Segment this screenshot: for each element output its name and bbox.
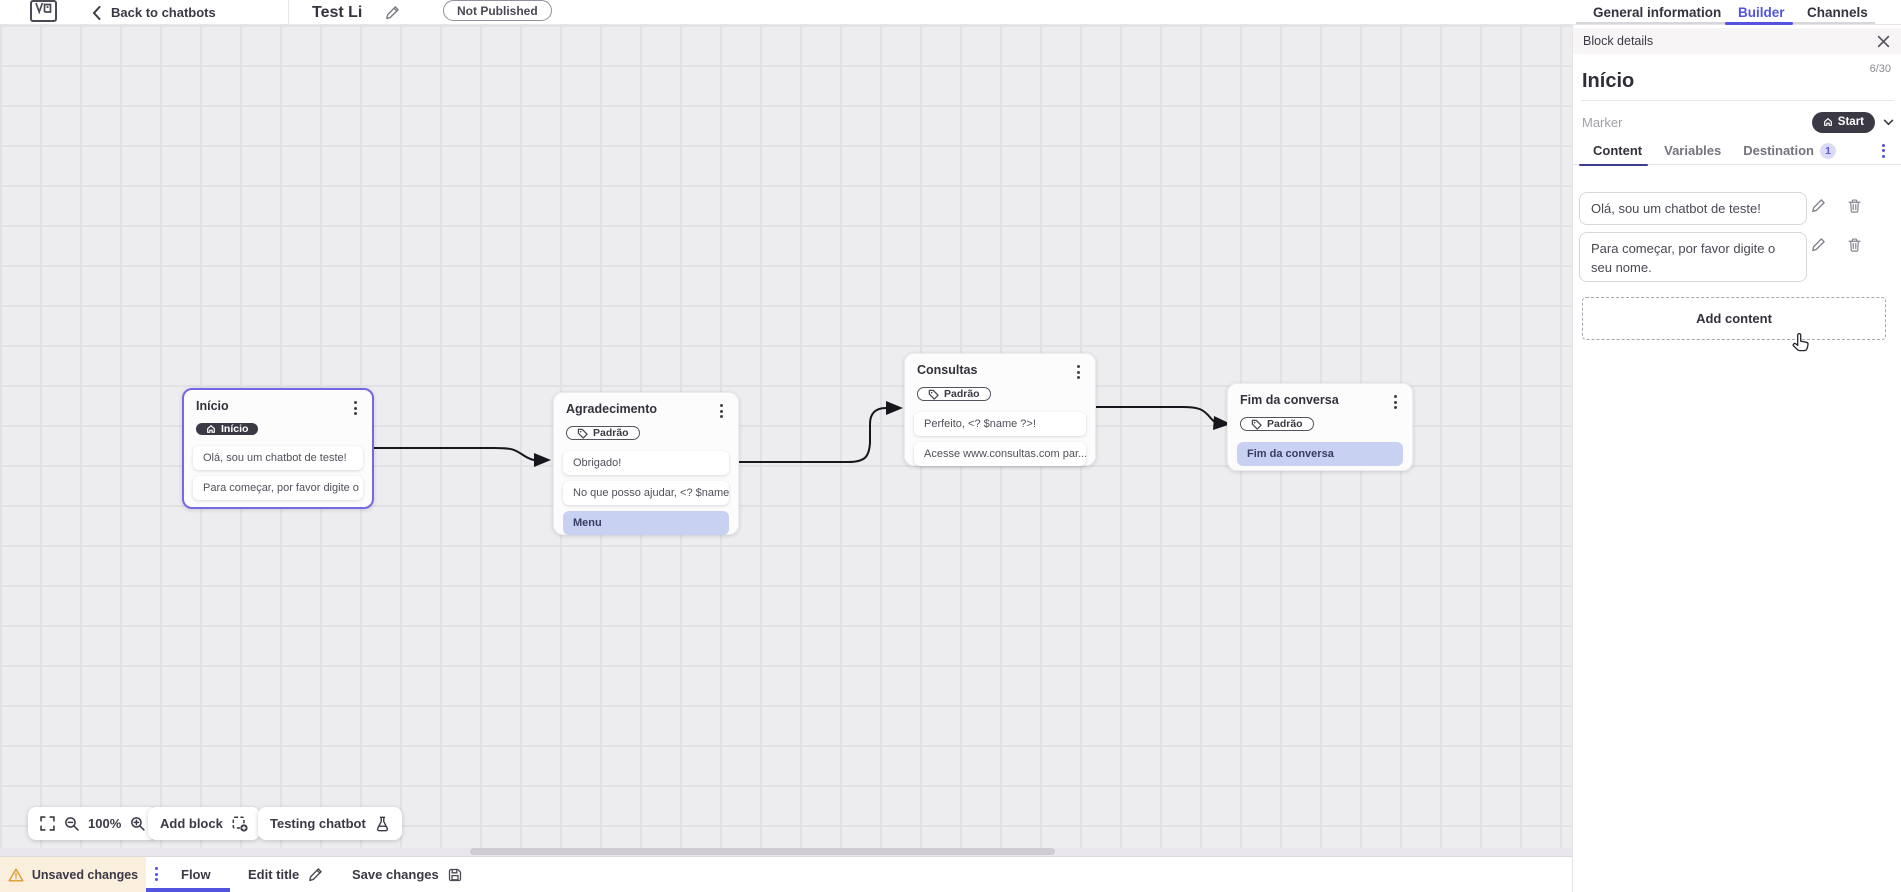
pencil-icon	[308, 867, 323, 882]
unsaved-changes-badge: Unsaved changes	[0, 857, 146, 892]
add-block-label: Add block	[160, 816, 223, 831]
flow-block-inicio[interactable]: Início Início Olá, sou um chatbot de tes…	[182, 388, 374, 509]
home-icon	[206, 424, 216, 434]
block-message[interactable]: Obrigado!	[563, 451, 729, 475]
block-title: Fim da conversa	[1240, 393, 1339, 407]
topbar-divider	[288, 0, 289, 25]
add-block-button[interactable]: Add block	[148, 807, 260, 840]
content-tab-indicator	[1579, 163, 1648, 166]
zoom-level: 100%	[88, 816, 122, 831]
tab-content[interactable]: Content	[1593, 143, 1643, 158]
tab-flow[interactable]: Flow	[181, 867, 211, 882]
divider	[1581, 100, 1894, 101]
name-char-counter: 6/30	[1869, 63, 1891, 75]
connector-consultas-fim	[1095, 406, 1217, 424]
padrao-badge: Padrão	[917, 387, 991, 401]
block-menu-icon[interactable]	[717, 402, 726, 420]
marker-start-badge[interactable]: Start	[1811, 111, 1875, 133]
marker-label: Marker	[1582, 114, 1623, 130]
chatbot-title: Test Li	[312, 3, 363, 21]
tag-icon	[928, 389, 939, 400]
flask-icon	[375, 816, 390, 832]
tab-general-information[interactable]: General information	[1593, 4, 1722, 20]
flow-menu-icon[interactable]	[152, 865, 161, 883]
flow-canvas[interactable]: Início Início Olá, sou um chatbot de tes…	[0, 25, 1572, 856]
add-block-icon	[232, 816, 248, 832]
block-message[interactable]: Olá, sou um chatbot de teste!	[193, 446, 363, 470]
zoom-out-icon[interactable]	[64, 816, 79, 831]
content-row-actions	[1811, 198, 1861, 213]
bottom-bar: Unsaved changes Flow Edit title Save cha…	[0, 856, 1572, 892]
trash-icon[interactable]	[1848, 198, 1861, 213]
block-details-title: Block details	[1583, 34, 1654, 48]
block-button-end[interactable]: Fim da conversa	[1237, 442, 1403, 466]
tab-variables[interactable]: Variables	[1664, 143, 1722, 158]
block-title: Agradecimento	[566, 402, 657, 416]
top-bar: Back to chatbots Test Li Not Published G…	[0, 0, 1901, 25]
block-menu-icon[interactable]	[1391, 393, 1400, 411]
marker-row: Marker Start	[1582, 109, 1894, 135]
add-content-button[interactable]: Add content	[1582, 297, 1886, 340]
flow-block-consultas[interactable]: Consultas Padrão Perfeito, <? $name ?>! …	[904, 353, 1096, 466]
connector-agradecimento-consultas	[738, 407, 887, 463]
warning-icon	[8, 868, 24, 882]
builder-tab-indicator	[1725, 22, 1793, 25]
status-badge: Not Published	[443, 0, 552, 21]
block-message[interactable]: Perfeito, <? $name ?>!	[914, 412, 1086, 436]
fit-screen-icon[interactable]	[40, 816, 55, 831]
block-title: Início	[196, 399, 229, 413]
content-row-actions	[1811, 237, 1861, 252]
panel-menu-icon[interactable]	[1879, 142, 1888, 160]
zoom-controls: 100%	[28, 807, 158, 840]
block-name-input[interactable]: Início	[1582, 70, 1635, 92]
flow-block-fim-da-conversa[interactable]: Fim da conversa Padrão Fim da conversa	[1227, 383, 1413, 471]
block-message[interactable]: No que posso ajudar, <? $name ...	[563, 481, 729, 505]
block-menu-icon[interactable]	[351, 399, 360, 417]
back-to-chatbots-button[interactable]: Back to chatbots	[92, 0, 216, 25]
trash-icon[interactable]	[1848, 237, 1861, 252]
block-message[interactable]: Acesse www.consultas.com par...	[914, 442, 1086, 466]
connector-inicio-agradecimento	[373, 447, 535, 461]
back-label: Back to chatbots	[111, 5, 216, 20]
tab-builder[interactable]: Builder	[1738, 4, 1785, 20]
canvas-hscrollbar-thumb[interactable]	[470, 848, 1055, 855]
flow-tab-indicator	[146, 888, 230, 892]
testing-chatbot-label: Testing chatbot	[270, 816, 366, 831]
block-message[interactable]: Para começar, por favor digite o ...	[193, 476, 363, 500]
close-icon[interactable]	[1877, 35, 1890, 48]
block-title: Consultas	[917, 363, 978, 377]
home-icon	[1823, 117, 1833, 127]
app-logo-icon[interactable]	[30, 0, 57, 22]
zoom-in-icon[interactable]	[130, 816, 145, 831]
block-menu-icon[interactable]	[1074, 363, 1083, 381]
destination-count-badge: 1	[1820, 142, 1837, 159]
edit-icon[interactable]	[1811, 198, 1826, 213]
chevron-down-icon[interactable]	[1883, 119, 1894, 126]
edit-title-button[interactable]: Edit title	[248, 857, 323, 892]
block-details-panel: Block details Início 6/30 Marker Start C…	[1572, 25, 1901, 892]
block-button-menu[interactable]: Menu	[563, 511, 729, 535]
content-message[interactable]: Para começar, por favor digite o seu nom…	[1579, 232, 1807, 282]
start-marker-badge: Início	[196, 423, 259, 435]
padrao-badge: Padrão	[566, 426, 640, 440]
edit-icon[interactable]	[1811, 237, 1826, 252]
flow-block-agradecimento[interactable]: Agradecimento Padrão Obrigado! No que po…	[553, 392, 739, 535]
chevron-left-icon	[92, 5, 101, 20]
block-details-header: Block details	[1573, 28, 1901, 54]
tab-channels[interactable]: Channels	[1807, 4, 1868, 20]
padrao-badge: Padrão	[1240, 417, 1314, 431]
edit-chatbot-title-icon[interactable]	[385, 0, 400, 25]
tag-icon	[577, 428, 588, 439]
tag-icon	[1251, 419, 1262, 430]
panel-tabs: Content Variables Destination 1	[1573, 137, 1901, 166]
save-changes-button[interactable]: Save changes	[352, 857, 462, 892]
save-icon	[448, 868, 462, 882]
content-message[interactable]: Olá, sou um chatbot de teste!	[1579, 192, 1807, 225]
tab-destination[interactable]: Destination 1	[1743, 142, 1837, 159]
testing-chatbot-button[interactable]: Testing chatbot	[258, 807, 402, 840]
